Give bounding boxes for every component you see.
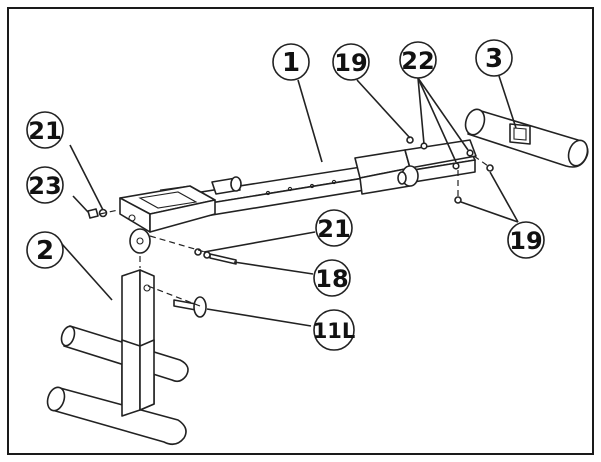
callout-3: 3 [475, 39, 513, 77]
part-2-front-leg [46, 269, 189, 446]
callout-23: 23 [26, 166, 64, 204]
callout-19-top-label: 19 [334, 49, 367, 77]
callout-18: 18 [313, 259, 351, 297]
callout-2: 2 [26, 231, 64, 269]
callout-21-lower: 21 [315, 209, 353, 247]
part-11L-pin [173, 296, 207, 318]
part-23-nut [87, 208, 99, 219]
callout-22-label: 22 [401, 47, 434, 75]
leader-lines [61, 75, 519, 327]
callout-11L: 11L [313, 309, 356, 351]
callout-11L-label: 11L [313, 319, 356, 343]
callout-21-upper: 21 [26, 111, 64, 149]
callout-19-lower-label: 19 [509, 227, 542, 255]
part-1-main-frame [119, 139, 477, 254]
callout-2-label: 2 [36, 236, 54, 266]
callout-21-upper-label: 21 [28, 117, 61, 145]
part-18-bolt [203, 251, 237, 265]
callout-19-top: 19 [332, 43, 370, 81]
callout-19-lower: 19 [507, 221, 545, 259]
part-22-washers [420, 142, 474, 170]
callout-1: 1 [272, 43, 310, 81]
callout-22: 22 [399, 41, 437, 79]
diagram-frame [7, 7, 594, 455]
callout-21-lower-label: 21 [317, 215, 350, 243]
part-21-washer-lower [194, 248, 202, 256]
callout-18-label: 18 [315, 265, 348, 293]
callout-23-label: 23 [28, 172, 61, 200]
callout-1-label: 1 [282, 48, 300, 78]
callout-3-label: 3 [485, 44, 503, 74]
assembly-guide-lines [99, 155, 489, 307]
part-3-rear-roller [464, 108, 589, 168]
part-19-screws-lower [454, 164, 494, 204]
